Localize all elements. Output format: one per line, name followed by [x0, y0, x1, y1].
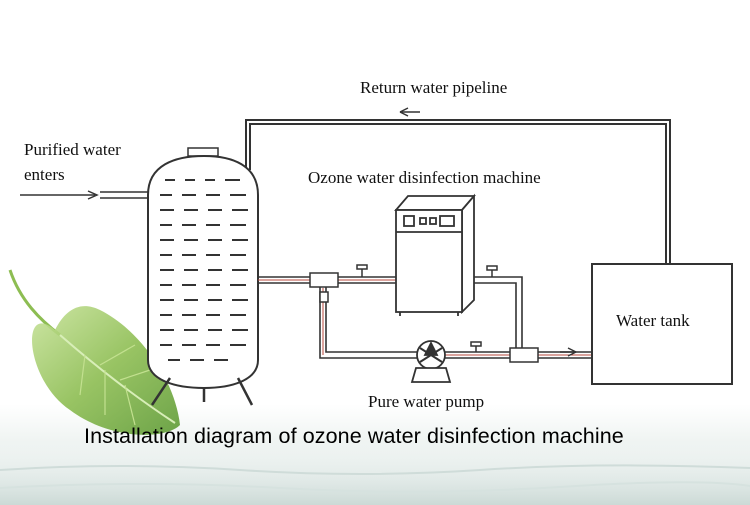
pump-icon: [410, 340, 452, 383]
pump-label: Pure water pump: [368, 392, 485, 411]
return-pipeline-label: Return water pipeline: [360, 78, 508, 97]
water-tank-label: Water tank: [616, 311, 690, 330]
machine-return-pipe: [474, 276, 523, 352]
water-ripple: [0, 481, 750, 493]
inlet-label: Purified water enters: [24, 137, 164, 187]
water-ripple: [0, 464, 750, 475]
diagram-caption: Installation diagram of ozone water disi…: [84, 424, 624, 448]
valve-icon: [319, 264, 498, 352]
water-reflection: [0, 440, 750, 505]
tee-fitting: [309, 272, 339, 288]
inlet-label-line-2: enters: [24, 165, 65, 184]
water-tank: [591, 263, 733, 385]
tee-fitting: [509, 347, 539, 363]
ozone-machine: [394, 193, 476, 316]
flow-arrow-left-head: [399, 107, 409, 117]
return-pipeline: [245, 119, 671, 264]
flow-arrow-right: [560, 347, 578, 357]
leaf-decoration: [8, 269, 180, 435]
inlet-label-line-1: Purified water: [24, 140, 121, 159]
storage-vessel: [147, 147, 259, 406]
inlet-pipe: [20, 190, 150, 200]
machine-label: Ozone water disinfection machine: [308, 168, 541, 187]
